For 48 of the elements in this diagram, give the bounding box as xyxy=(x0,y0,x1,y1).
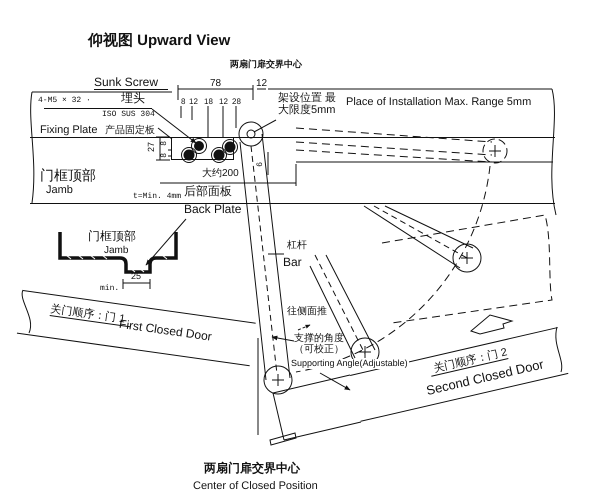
callout-label: 4-M5 × 32 · xyxy=(38,97,91,106)
callout-label: 产品固定板 xyxy=(105,125,155,136)
caption-text: 两扇门扉交界中心 xyxy=(204,462,300,476)
jamb-label: 门框顶部 xyxy=(40,168,96,184)
callout-label: 后部面板 xyxy=(184,185,232,198)
callout-label: 架设位置 最大限度5mm xyxy=(278,92,338,116)
leader-line xyxy=(320,372,351,390)
callout-label: Fixing Plate xyxy=(40,124,98,136)
callout-label: Sunk Screw xyxy=(94,76,168,90)
dimension-label: 27 xyxy=(147,142,157,152)
dimension-label: min. xyxy=(100,285,120,294)
title: 仰视图 Upward View xyxy=(88,33,230,50)
jamb-section-drawing xyxy=(58,230,178,274)
dimension-label: 8 xyxy=(160,153,169,158)
callout-label: ISO SUS 304 xyxy=(102,111,155,120)
callout-label: Place of Installation Max. Range 5mm xyxy=(346,96,532,108)
callout-label: 杠杆 xyxy=(287,240,307,251)
callout-label: 支撑的角度（可校正） xyxy=(293,333,345,355)
fixing-plate xyxy=(171,137,234,160)
door-band xyxy=(16,290,256,366)
dimension-label: 28 xyxy=(232,98,241,107)
callout-label: Back Plate xyxy=(184,203,242,216)
dimension-label: 8 xyxy=(181,98,186,107)
dimension-label: 8 xyxy=(160,141,169,146)
dimension-label: 大约200 xyxy=(202,168,239,179)
dimension-label: 6 xyxy=(256,162,265,167)
leader-line xyxy=(152,108,196,144)
label-text: 两扇门扉交界中心 xyxy=(230,60,302,70)
leader-line xyxy=(271,336,294,342)
leader-line xyxy=(254,120,276,132)
callout-label: 埋头 xyxy=(121,92,145,106)
jamb-band xyxy=(30,137,555,204)
dimension-label: 12 xyxy=(219,98,228,107)
dimension-label: 78 xyxy=(210,78,222,89)
dimension-label: 12 xyxy=(189,98,198,107)
callout-label: Bar xyxy=(283,256,302,270)
leader-line xyxy=(158,128,172,140)
dimension-label: 18 xyxy=(204,98,213,107)
callout-label: Supporting Angle(Adjustable) xyxy=(290,359,409,369)
label-text: t=Min. 4mm xyxy=(133,193,182,202)
callout-label: 门框顶部 xyxy=(88,230,136,244)
callout-label: Jamb xyxy=(104,245,128,256)
leader-line xyxy=(146,218,186,266)
dimension-label: 12 xyxy=(256,78,268,89)
caption-text: Center of Closed Position xyxy=(193,480,318,492)
jamb-label: Jamb xyxy=(46,184,73,196)
screw xyxy=(191,138,207,154)
label-text: 往侧面推 xyxy=(287,306,327,317)
